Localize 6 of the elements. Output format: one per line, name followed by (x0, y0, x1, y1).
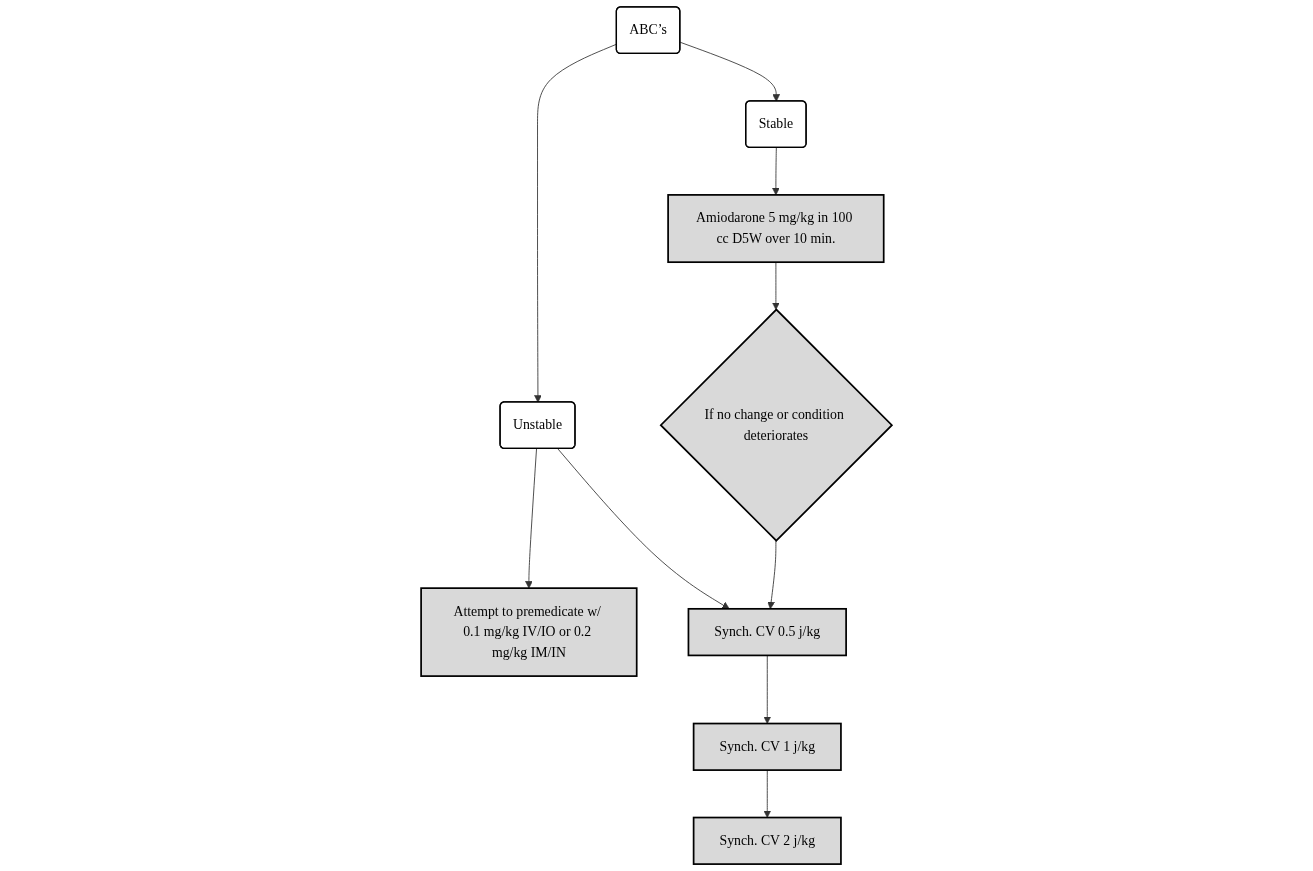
node-box: Synch. CV 0.5 j/kg (687, 608, 847, 657)
node-diamond: If no change or condition deteriorates (659, 308, 894, 542)
node-box: Attempt to premedicate w/ 0.1 mg/kg IV/IO or 0.2 mg/kg IM/IN (420, 587, 638, 677)
node-box: Synch. CV 2 j/kg (692, 816, 842, 865)
node-box: Amiodarone 5 mg/kg in 100 cc D5W over 10 min. (667, 194, 885, 264)
node-box: Synch. CV 1 j/kg (692, 722, 842, 771)
